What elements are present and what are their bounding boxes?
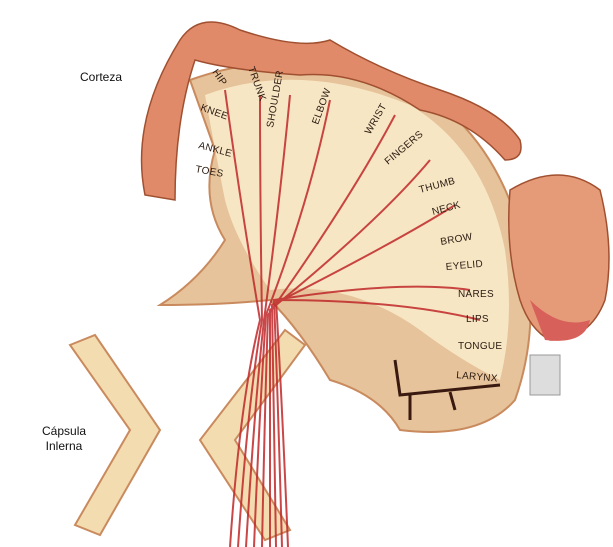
- label-eyelid: EYELID: [445, 259, 483, 273]
- capsule-caption-line1: Cápsula: [42, 424, 87, 438]
- label-nares: NARES: [458, 289, 494, 300]
- label-lips: LIPS: [466, 314, 489, 325]
- capsule-left: [68, 333, 162, 537]
- cortex-caption: Corteza: [80, 70, 123, 84]
- larynx-model: [529, 354, 561, 396]
- capsule-caption: Cápsula Inlerna: [42, 424, 86, 454]
- capsule-caption-line2: Inlerna: [45, 439, 83, 453]
- homunculus-face: [508, 174, 610, 341]
- motor-fibers: [224, 89, 481, 547]
- homunculus-tongue: [530, 300, 590, 341]
- label-tongue: TONGUE: [458, 341, 502, 352]
- label-toes: TOES: [194, 164, 224, 180]
- capsule-right: [198, 328, 307, 542]
- gray-matter: [205, 79, 509, 380]
- homunculus-leg: [140, 21, 522, 201]
- larynx-fiber: [393, 359, 501, 420]
- label-larynx: LARYNX: [456, 370, 498, 385]
